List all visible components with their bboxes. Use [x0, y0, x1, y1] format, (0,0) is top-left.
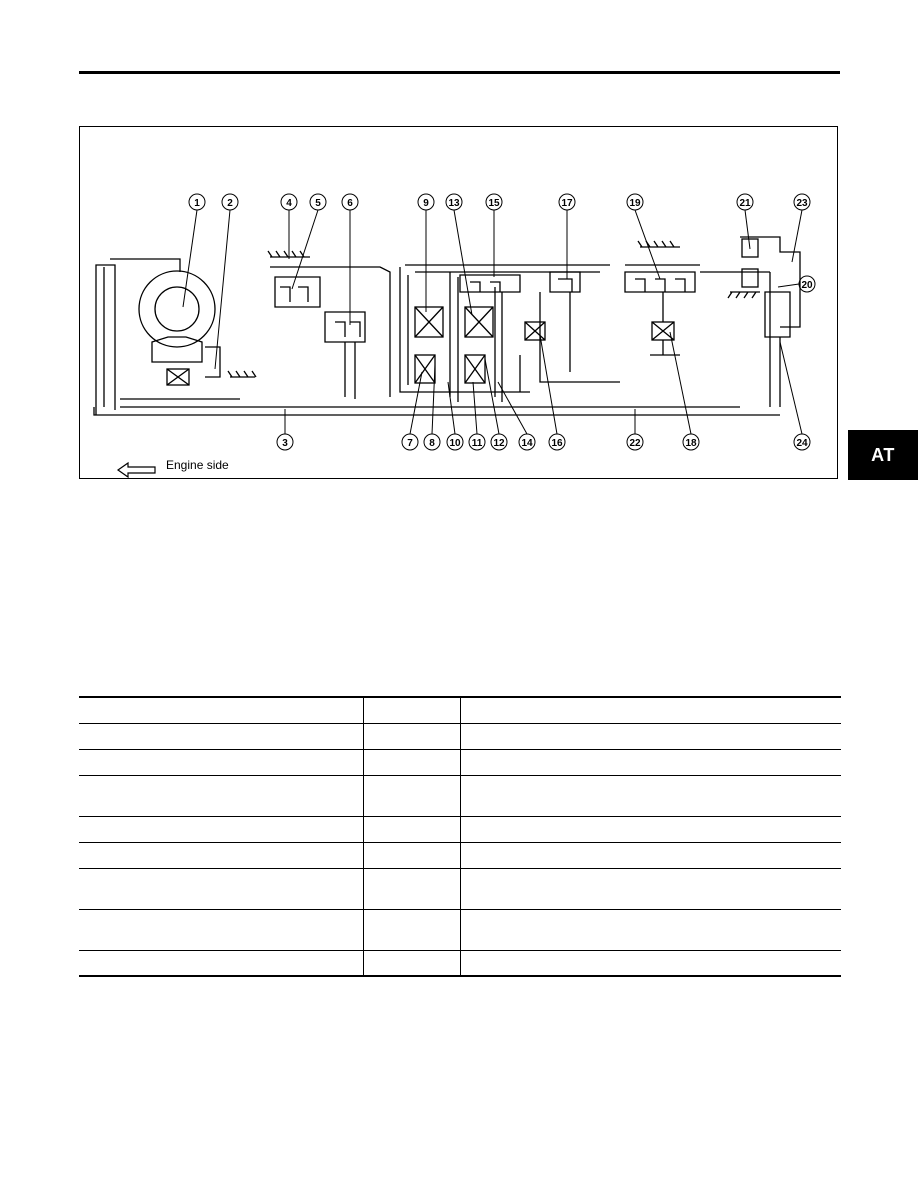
callout-9: 9 [417, 193, 435, 312]
callout-4: 4 [280, 193, 298, 259]
callout-15: 15 [485, 193, 503, 277]
header-rule [79, 71, 840, 74]
callout-1: 1 [182, 193, 206, 308]
callout-24: 24 [779, 341, 811, 451]
table-row [79, 749, 841, 776]
table-row [79, 868, 841, 910]
callout-19: 19 [626, 193, 661, 280]
callout-16: 16 [539, 334, 566, 451]
svg-text:9: 9 [423, 198, 429, 209]
table-row [79, 842, 841, 869]
callout-7: 7 [401, 371, 423, 451]
svg-text:21: 21 [739, 198, 751, 209]
callout-23: 23 [791, 193, 811, 263]
schematic-drawing: 1 2 3 4 5 6 7 8 9 10 11 12 13 14 15 16 1… [93, 193, 816, 479]
transmission-schematic-figure: 1 2 3 4 5 6 7 8 9 10 11 12 13 14 15 16 1… [79, 126, 838, 479]
section-tab-label: AT [871, 444, 895, 465]
svg-text:14: 14 [521, 438, 533, 449]
svg-text:24: 24 [796, 438, 808, 449]
svg-text:12: 12 [493, 438, 505, 449]
callout-18: 18 [669, 331, 700, 451]
callout-12: 12 [484, 358, 508, 451]
callout-6: 6 [341, 193, 359, 325]
table-row [79, 697, 841, 724]
svg-text:3: 3 [282, 438, 288, 449]
svg-text:11: 11 [472, 438, 483, 449]
callout-11: 11 [468, 381, 486, 451]
svg-text:5: 5 [315, 198, 321, 209]
callout-14: 14 [497, 381, 536, 451]
table-row [79, 909, 841, 951]
callout-3: 3 [276, 409, 294, 451]
callout-17: 17 [558, 193, 576, 279]
svg-text:18: 18 [685, 438, 697, 449]
table-row [79, 950, 841, 976]
engine-side-label: Engine side [166, 458, 229, 472]
svg-text:16: 16 [551, 438, 563, 449]
table-row [79, 723, 841, 750]
svg-text:1: 1 [194, 198, 200, 209]
svg-text:22: 22 [629, 438, 641, 449]
svg-text:6: 6 [347, 198, 353, 209]
callout-2: 2 [214, 193, 239, 370]
engine-side-arrow-icon [116, 461, 156, 479]
svg-text:8: 8 [429, 438, 435, 449]
svg-text:20: 20 [801, 280, 813, 291]
callout-13: 13 [445, 193, 473, 316]
callout-22: 22 [626, 409, 644, 451]
table-row [79, 816, 841, 843]
callout-5: 5 [291, 193, 327, 290]
svg-text:19: 19 [629, 198, 641, 209]
svg-text:17: 17 [561, 198, 573, 209]
callout-20: 20 [777, 275, 816, 293]
svg-text:23: 23 [796, 198, 808, 209]
spec-table [79, 696, 841, 977]
svg-text:4: 4 [286, 198, 292, 209]
section-tab: AT [848, 430, 918, 480]
table-row [79, 775, 841, 817]
svg-text:15: 15 [488, 198, 500, 209]
callout-8: 8 [423, 364, 441, 451]
svg-text:2: 2 [227, 198, 233, 209]
svg-text:10: 10 [449, 438, 461, 449]
callout-21: 21 [736, 193, 754, 250]
callout-10: 10 [446, 381, 464, 451]
svg-text:13: 13 [448, 198, 460, 209]
svg-text:7: 7 [407, 438, 413, 449]
